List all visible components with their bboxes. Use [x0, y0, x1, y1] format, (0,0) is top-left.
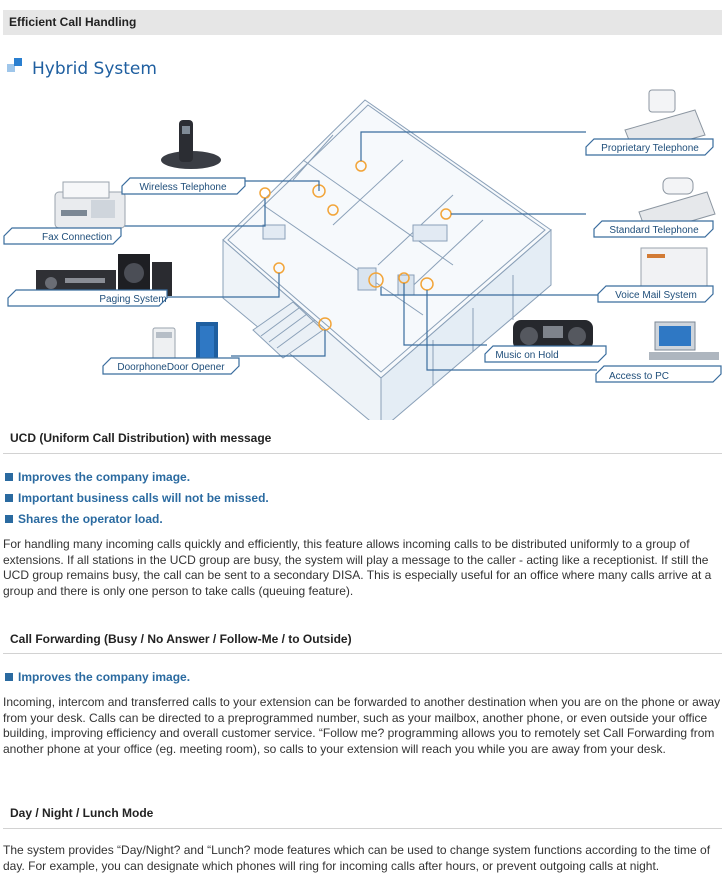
label-music-on-hold-text: Music on Hold	[495, 350, 558, 361]
section-title-ucd: UCD (Uniform Call Distribution) with mes…	[10, 431, 272, 445]
bullet-item: Shares the operator load.	[5, 512, 163, 526]
section-paragraph-ucd: For handling many incoming calls quickly…	[3, 537, 712, 598]
label-doorphone-door-opener-text: DoorphoneDoor Opener	[117, 362, 225, 373]
bullet-square-icon	[5, 673, 13, 681]
label-standard-telephone: Standard Telephone	[593, 220, 714, 238]
label-access-to-pc: Access to PC	[595, 365, 722, 383]
computer-icon	[649, 321, 719, 360]
label-music-on-hold: Music on Hold	[484, 345, 607, 363]
label-proprietary-telephone-text: Proprietary Telephone	[601, 143, 699, 154]
label-paging-system: Paging System	[7, 289, 168, 307]
hybrid-system-logo-icon	[7, 58, 22, 72]
bullet-text: Improves the company image.	[18, 470, 191, 484]
paging-system-icon	[36, 254, 172, 296]
boombox-icon	[513, 320, 593, 350]
label-doorphone-door-opener: DoorphoneDoor Opener	[102, 357, 240, 375]
label-voice-mail-system-text: Voice Mail System	[615, 290, 697, 301]
label-fax-connection: Fax Connection	[3, 227, 122, 245]
diagram-title: Hybrid System	[32, 59, 157, 79]
label-fax-connection-text: Fax Connection	[42, 232, 112, 243]
label-access-to-pc-text: Access to PC	[609, 371, 669, 382]
section-divider	[3, 653, 722, 654]
label-wireless-telephone-text: Wireless Telephone	[139, 182, 227, 193]
voice-mail-system-icon	[640, 247, 708, 289]
hybrid-system-diagram: Hybrid System	[3, 58, 722, 420]
bullet-text: Improves the company image.	[18, 670, 191, 684]
section-title-call-forwarding: Call Forwarding (Busy / No Answer / Foll…	[10, 632, 352, 646]
section-paragraph-day-night-lunch: The system provides “Day/Night? and “Lun…	[3, 843, 711, 873]
bullet-item: Improves the company image.	[5, 670, 190, 684]
label-proprietary-telephone: Proprietary Telephone	[585, 138, 714, 156]
section-paragraph-call-forwarding: Incoming, intercom and transferred calls…	[3, 695, 721, 756]
bullet-text: Important business calls will not be mis…	[18, 491, 269, 505]
bullet-square-icon	[5, 473, 13, 481]
section-title-day-night-lunch: Day / Night / Lunch Mode	[10, 806, 154, 820]
section-header: Efficient Call Handling	[3, 10, 722, 35]
doorphone-door-opener-icon	[152, 322, 218, 363]
connector-lines	[121, 131, 599, 371]
label-wireless-telephone: Wireless Telephone	[121, 177, 246, 195]
label-standard-telephone-text: Standard Telephone	[609, 225, 699, 236]
bullet-square-icon	[5, 494, 13, 502]
building-floorplan	[222, 99, 552, 420]
bullet-item: Important business calls will not be mis…	[5, 491, 269, 505]
label-paging-system-text: Paging System	[99, 294, 166, 305]
bullet-square-icon	[5, 515, 13, 523]
section-divider	[3, 453, 722, 454]
label-voice-mail-system: Voice Mail System	[597, 285, 714, 303]
bullet-item: Improves the company image.	[5, 470, 190, 484]
fax-machine-icon	[54, 181, 126, 229]
bullet-text: Shares the operator load.	[18, 512, 163, 526]
wireless-telephone-icon	[161, 120, 221, 169]
section-header-title: Efficient Call Handling	[9, 15, 137, 29]
section-divider	[3, 828, 722, 829]
